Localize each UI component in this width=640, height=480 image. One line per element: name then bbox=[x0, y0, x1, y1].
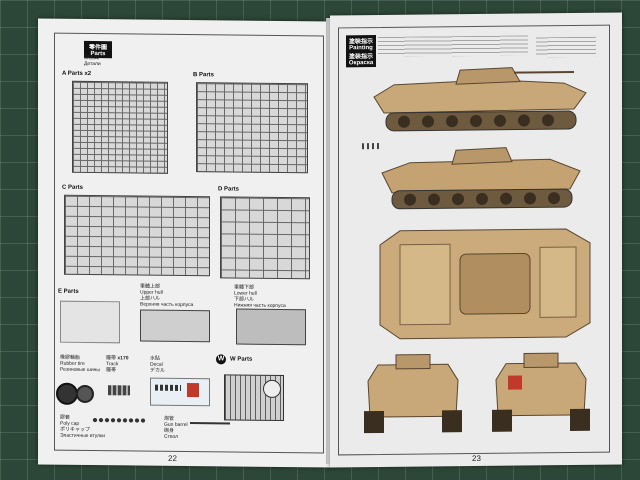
caption-line: Ствол bbox=[164, 433, 179, 440]
painting-notes bbox=[378, 35, 528, 58]
parts-w-label: W Parts bbox=[230, 356, 253, 363]
decal-emblem bbox=[187, 383, 199, 398]
turret-top-shape bbox=[459, 252, 531, 315]
gun-barrel-caption: 炮管 Gun barrel 砲身 Ствол bbox=[164, 416, 188, 440]
front-view bbox=[364, 353, 462, 434]
sprue-c bbox=[64, 194, 210, 277]
tire-icon bbox=[56, 382, 78, 405]
rear-turret-shape bbox=[523, 352, 559, 369]
parts-d-label: D Parts bbox=[218, 186, 240, 193]
header-line: 零件圖 bbox=[88, 44, 107, 52]
right-track-rear bbox=[570, 408, 590, 432]
parts-c-label: C Parts bbox=[62, 184, 84, 191]
instruction-booklet: 零件圖 Parts 部品図 Детали A Parts x2 B Parts … bbox=[38, 12, 623, 468]
page-number-left: 22 bbox=[168, 453, 177, 463]
turret-shape bbox=[455, 67, 521, 85]
caption-line: Верхняя часть корпуса bbox=[140, 301, 194, 309]
lower-hull-part bbox=[236, 308, 306, 346]
rear-deck bbox=[539, 246, 577, 318]
hull-shape bbox=[373, 79, 587, 114]
parts-b-label: B Parts bbox=[193, 72, 215, 79]
sprue-e bbox=[60, 300, 120, 344]
hull-shape bbox=[381, 158, 581, 194]
track-count: x170 bbox=[117, 355, 129, 362]
decal-caption: 水貼 Decal デカル bbox=[150, 356, 165, 374]
right-page: 塗裝指示 Painting 塗装指示 Окраска bbox=[330, 12, 622, 468]
front-hull-shape bbox=[367, 363, 459, 418]
gun-barrel-shape bbox=[514, 70, 574, 74]
front-turret-shape bbox=[395, 353, 431, 370]
sprue-a bbox=[72, 80, 168, 174]
parts-a-label: A Parts x2 bbox=[62, 70, 92, 78]
decal-sheet bbox=[150, 377, 210, 407]
caption-line: Эластичные втулки bbox=[60, 432, 106, 440]
paint-legend bbox=[536, 36, 596, 58]
left-page: 零件圖 Parts 部品図 Детали A Parts x2 B Parts … bbox=[38, 18, 333, 468]
photo-etch-sheet bbox=[224, 374, 284, 422]
caption-line: デカル bbox=[150, 367, 166, 374]
lower-hull-caption: 車體下部 Lower hull 下部ハル Нижняя часть корпус… bbox=[234, 285, 286, 310]
engine-deck bbox=[399, 243, 451, 326]
caption-line: Резиновые шины bbox=[60, 366, 100, 374]
track-link-icon bbox=[108, 385, 130, 396]
tire-icon bbox=[76, 384, 94, 404]
upper-hull-caption: 車體上部 Upper hull 上部ハル Верхняя часть корпу… bbox=[140, 284, 193, 309]
side-view-top bbox=[373, 67, 587, 132]
etch-ring-icon bbox=[263, 379, 281, 399]
w-parts-icon: W bbox=[216, 354, 226, 365]
left-track-rear bbox=[492, 409, 512, 432]
sprue-b bbox=[196, 82, 308, 174]
header-sub: 部品図 Детали bbox=[84, 55, 101, 67]
track-caption: 履帶 x170 Track 履帯 bbox=[106, 355, 129, 373]
road-wheels bbox=[404, 192, 560, 206]
header-line: 塗裝指示 bbox=[348, 39, 373, 46]
road-wheels bbox=[398, 114, 554, 128]
sprue-d bbox=[220, 196, 310, 280]
rear-view bbox=[492, 352, 590, 432]
rubber-tire-caption: 橡膠輪胎 Rubber tire Резиновые шины bbox=[60, 355, 100, 373]
header-line: Детали bbox=[84, 60, 101, 68]
parts-e-label: E Parts bbox=[58, 288, 79, 295]
turret-shape bbox=[451, 147, 513, 165]
caption-line: 履帯 bbox=[106, 367, 117, 374]
page-number-right: 23 bbox=[472, 453, 481, 464]
top-view bbox=[379, 228, 591, 340]
rear-emblem bbox=[508, 375, 522, 390]
gun-barrel-part bbox=[190, 422, 230, 425]
right-track-front bbox=[442, 410, 462, 433]
poly-cap-row bbox=[92, 417, 146, 424]
decal-markings bbox=[155, 384, 181, 391]
upper-hull-part bbox=[140, 309, 210, 343]
side-view-bottom bbox=[381, 147, 581, 210]
left-track-front bbox=[364, 410, 384, 434]
